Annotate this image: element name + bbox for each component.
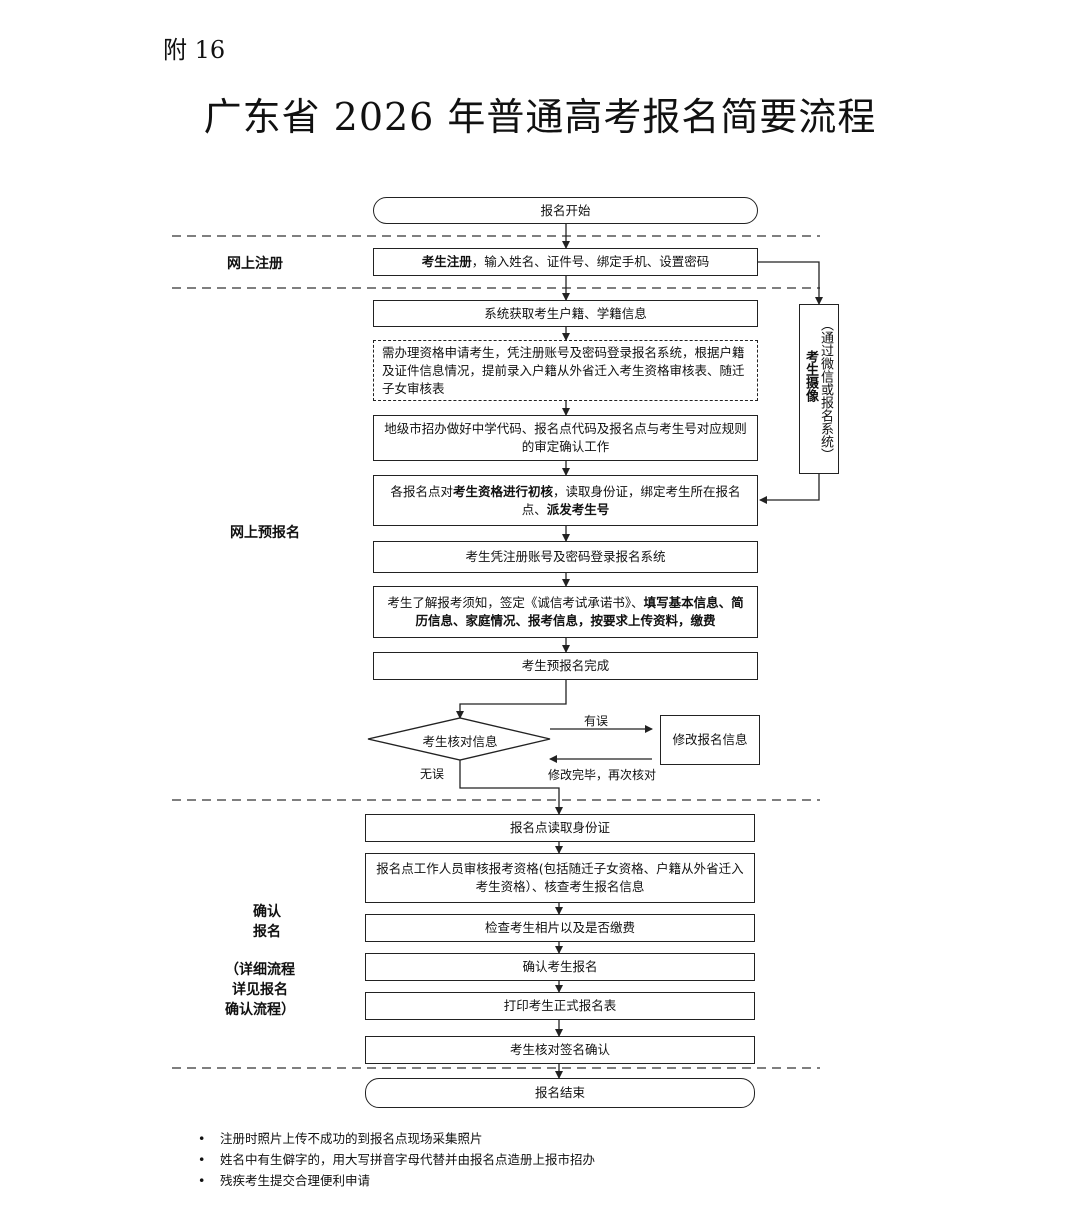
footnote-item: 注册时照片上传不成功的到报名点现场采集照片 <box>198 1128 595 1149</box>
flow-arrows <box>456 224 823 1079</box>
side-photo-box <box>799 304 839 474</box>
edge-label-no-error: 无误 <box>420 767 445 781</box>
step-photo-fee-check: 检查考生相片以及是否缴费 <box>365 914 755 942</box>
section-confirm-line-5: 确认流程） <box>225 1002 295 1018</box>
register-text: ，输入姓名、证件号、绑定手机、设置密码 <box>471 254 710 269</box>
footnote-item: 残疾考生提交合理便利申请 <box>198 1170 595 1191</box>
page-title: 广东省 2026 年普通高考报名简要流程 <box>203 95 877 139</box>
section-online-pre-registration: 网上预报名 <box>230 525 300 541</box>
step-fill-info: 考生了解报考须知，签定《诚信考试承诺书》、填写基本信息、简历信息、家庭情况、报考… <box>373 586 758 638</box>
step-initial-check: 各报名点对考生资格进行初核，读取身份证，绑定考生所在报名点、派发考生号 <box>373 475 758 526</box>
register-bold-text: 考生注册 <box>421 254 472 269</box>
annex-label: 附 16 <box>163 36 226 64</box>
section-dividers <box>172 235 820 1069</box>
section-online-register: 网上注册 <box>227 256 283 272</box>
check-text-b: 考生资格进行初核 <box>452 483 553 499</box>
step-login: 考生凭注册账号及密码登录报名系统 <box>373 541 758 573</box>
step-fetch-info: 系统获取考生户籍、学籍信息 <box>373 300 758 327</box>
step-city-office: 地级市招办做好中学代码、报名点代码及报名点与考生号对应规则的审定确认工作 <box>373 415 758 461</box>
decision-verify-label: 考生核对信息 <box>422 734 498 749</box>
end-node: 报名结束 <box>365 1078 755 1108</box>
edge-label-recheck: 修改完毕，再次核对 <box>548 768 657 782</box>
edge-label-error: 有误 <box>584 714 609 728</box>
start-node: 报名开始 <box>373 197 758 224</box>
step-print-form: 打印考生正式报名表 <box>365 992 755 1020</box>
section-confirm-line-2: 报名 <box>253 924 281 940</box>
footnote-item: 姓名中有生僻字的，用大写拼音字母代替并由报名点造册上报市招办 <box>198 1149 595 1170</box>
fill-text-b: 填写基本信息、简历信息、家庭情况、报考信息，按要求上传资料，缴费 <box>415 595 744 628</box>
check-text-c: ，读取身份证，绑定考生所在报名点、 <box>521 483 741 517</box>
step-qualification-apply: 需办理资格申请考生，凭注册账号及密码登录报名系统，根据户籍及证件信息情况，提前录… <box>373 340 758 401</box>
step-sign-confirm: 考生核对签名确认 <box>365 1036 755 1064</box>
step-register: 考生注册，输入姓名、证件号、绑定手机、设置密码 <box>373 248 758 276</box>
step-modify-info: 修改报名信息 <box>660 715 760 765</box>
step-read-id: 报名点读取身份证 <box>365 814 755 842</box>
footnotes: 注册时照片上传不成功的到报名点现场采集照片 姓名中有生僻字的，用大写拼音字母代替… <box>198 1128 595 1191</box>
step-review-qualification: 报名点工作人员审核报考资格(包括随迁子女资格、户籍从外省迁入考生资格）、核查考生… <box>365 853 755 903</box>
check-text-a: 各报名点对 <box>390 483 453 499</box>
step-confirm-registration: 确认考生报名 <box>365 953 755 981</box>
fill-text-a: 考生了解报考须知，签定《诚信考试承诺书》、 <box>387 595 644 610</box>
check-text-d: 派发考生号 <box>546 501 610 517</box>
decision-diamond <box>367 717 551 761</box>
step-pre-complete: 考生预报名完成 <box>373 652 758 680</box>
side-photo-sublabel: （通过微信或报名系统） <box>818 318 833 461</box>
section-confirm-line-3: （详细流程 <box>225 962 295 978</box>
section-confirm-line-4: 详见报名 <box>232 982 288 998</box>
section-confirm-line-1: 确认 <box>253 904 281 920</box>
side-photo-label: 考生摄像 <box>803 350 818 402</box>
